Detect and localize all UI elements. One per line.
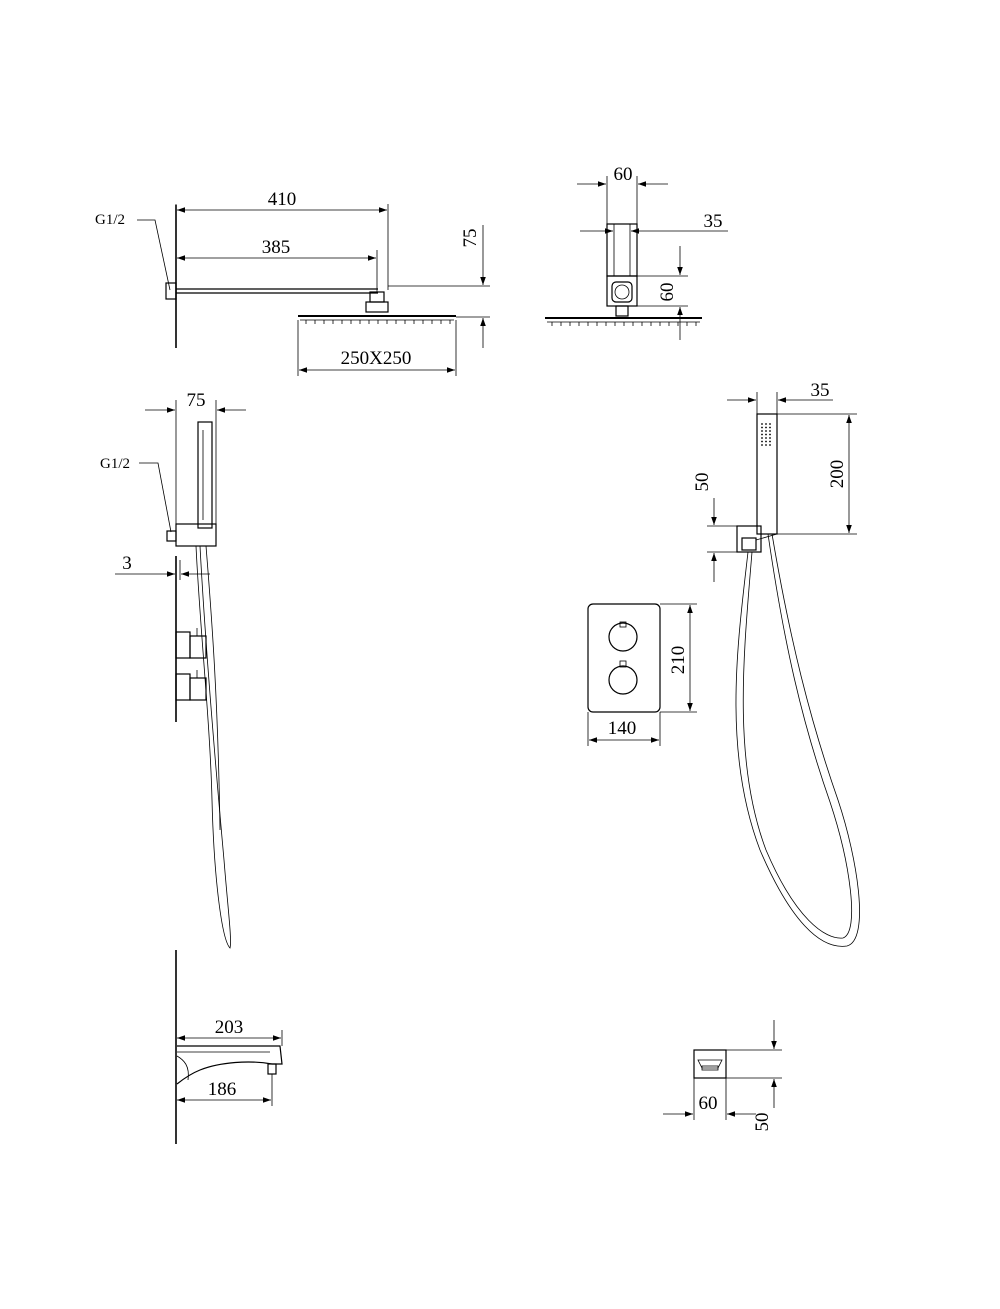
nozzle-dot [769,430,771,432]
nozzle-dot [769,423,771,425]
arm-section [606,223,638,277]
valve-plate-outline [587,603,661,713]
handheld-front-view: 35 200 50 [692,380,860,947]
dim-250x250-label: 250X250 [341,348,412,369]
rain-shower-side-view: G1/2 410 385 75 250X250 [95,189,490,376]
nozzle-dot [761,440,763,443]
dim-60-top-label: 60 [614,164,633,185]
nozzle-dot [765,433,767,436]
thread-label-2: G1/2 [100,456,130,472]
nozzle-dot [761,433,763,436]
dim-35-top-label: 35 [704,211,723,232]
dim-75-label: 75 [460,229,481,248]
dim-210-label: 210 [668,646,689,675]
dim-140-label: 140 [608,718,637,739]
spout-front-view: 50 60 [663,1020,782,1132]
nozzle-dot [769,437,771,439]
dim-50-spout-label: 50 [752,1113,773,1132]
handheld-side-view: 75 G1/2 3 [100,390,246,949]
dim-75-handheld-label: 75 [187,390,206,411]
thread-leader [137,219,171,291]
nozzle-dot [769,433,771,436]
nozzle-dot [761,437,763,439]
nozzle-dot [765,430,767,432]
rain-nozzles [305,320,451,324]
nozzle-dot [765,444,767,446]
dim-60-vertical-label: 60 [657,283,678,302]
valve-knob-side-1 [175,631,191,659]
valve-knob-2 [608,665,638,695]
nozzle-dot [769,440,771,443]
nozzle-dot [765,437,767,439]
nozzle-dot [761,426,763,429]
handheld-hose [195,545,231,949]
nozzle-dot [761,423,763,425]
spout-side-view: 203 186 [175,950,283,1144]
dim-200-label: 200 [827,460,848,489]
wall-flange [165,282,177,300]
wall-bracket [175,523,217,547]
dim-385-label: 385 [262,237,291,258]
dim-35-holder-label: 35 [811,380,830,401]
nozzle-dot [769,426,771,429]
rain-shower-end-view: 60 35 60 [545,164,728,340]
nozzle-dot [761,430,763,432]
holder-hose-inner [742,533,853,939]
valve-knob-side-2 [175,673,191,701]
rain-nozzles-end [551,322,697,326]
dim-186-label: 186 [208,1079,237,1100]
nozzle-dot [765,426,767,429]
spout-front-outline [693,1049,727,1079]
handheld-front-body [756,413,778,535]
holder-hose-outer [735,533,860,947]
holder-bracket [736,525,762,553]
dim-3-label: 3 [122,553,132,574]
dim-60-spout-label: 60 [699,1093,718,1114]
nozzle-dot [769,444,771,446]
valve-knob-1 [608,622,638,652]
thread-label: G1/2 [95,212,125,228]
nozzle-dots [761,423,771,446]
dim-50-bracket-label: 50 [692,473,713,492]
dim-203-label: 203 [215,1017,244,1038]
nozzle-dot [765,440,767,443]
dim-410-label: 410 [268,189,297,210]
valve-plate: 210 140 [587,603,697,746]
handheld-body [197,421,213,529]
nozzle-dot [761,444,763,446]
nozzle-dot [765,423,767,425]
